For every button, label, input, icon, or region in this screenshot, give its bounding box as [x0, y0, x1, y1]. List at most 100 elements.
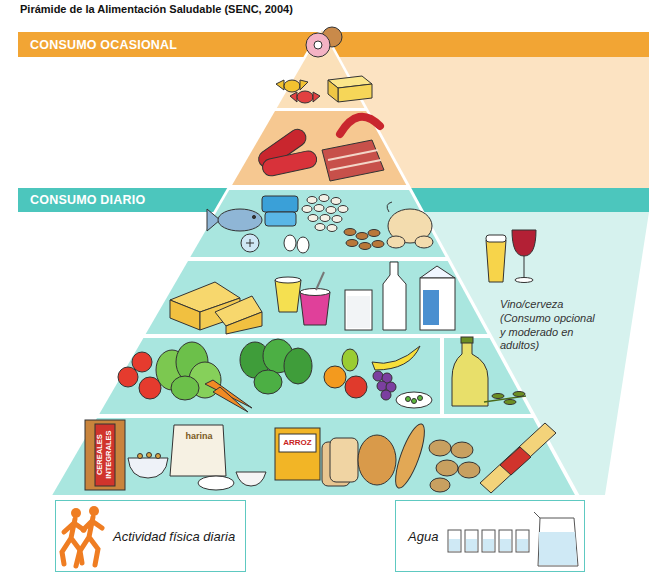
dairy-icons	[226, 312, 262, 334]
vegetables-fruits-icons	[372, 346, 420, 370]
drinks-icon	[512, 230, 536, 256]
butter-icon	[328, 76, 372, 102]
sweets-icon	[290, 92, 297, 102]
water-box: Agua	[395, 500, 585, 572]
package-text: CEREALES INTEGRALES	[96, 421, 113, 489]
sweets-icon	[284, 80, 300, 92]
runners-icon	[80, 517, 102, 565]
protein-icons	[368, 230, 380, 237]
drinks-icon	[515, 278, 533, 283]
water-icon	[466, 539, 477, 551]
pyramid-tiers	[146, 261, 488, 334]
sweets-icon	[306, 33, 330, 57]
dairy-icons	[170, 300, 200, 330]
water-icon	[449, 539, 460, 551]
wine-note: Vino/cerveza (Consumo opcional y moderad…	[500, 298, 600, 353]
vegetables-fruits-icons	[418, 396, 423, 401]
protein-icons	[356, 233, 368, 240]
meat-icon	[261, 149, 318, 177]
cereals-icons	[330, 438, 358, 482]
vegetables-fruits-icons	[118, 367, 138, 387]
sweets-icon	[314, 41, 322, 49]
pyramid-tiers	[99, 338, 440, 414]
package-text: ARROZ	[279, 438, 316, 447]
cereals-icons	[436, 460, 458, 476]
protein-icons	[307, 197, 317, 204]
protein-icons	[297, 237, 309, 253]
cereals-icons	[429, 440, 451, 456]
vegetables-fruits-icons	[171, 376, 199, 400]
protein-icons	[331, 198, 341, 205]
protein-icons	[302, 206, 312, 213]
pyramid-tiers	[47, 25, 581, 498]
cereals-icons	[458, 462, 480, 478]
water-icon	[448, 530, 461, 552]
cereals-icons	[236, 472, 266, 486]
package-text: harina	[176, 431, 222, 441]
sweets-icon	[300, 80, 308, 90]
olive-oil-icon	[513, 392, 525, 397]
vegetables-fruits-icons	[342, 349, 358, 371]
olive-oil-icon	[492, 394, 504, 399]
vegetables-fruits-icons	[345, 376, 367, 398]
protein-icons	[415, 236, 433, 248]
dairy-icons	[345, 290, 372, 330]
dairy-icons	[316, 272, 324, 290]
vegetables-fruits-icons	[396, 392, 432, 408]
band-header: CONSUMO OCASIONAL	[18, 32, 649, 57]
activity-box: Actividad física diaria	[55, 500, 246, 572]
cereals-icons	[358, 435, 396, 485]
pyramid-tiers	[232, 111, 406, 185]
protein-icons	[218, 209, 262, 231]
water-icon	[517, 539, 528, 551]
cereals-icons	[156, 454, 161, 459]
vegetables-fruits-icons	[284, 348, 312, 384]
vegetables-fruits-icons	[324, 366, 346, 388]
water-icon	[499, 530, 512, 552]
vegetables-fruits-icons	[377, 381, 387, 391]
protein-icons	[346, 240, 358, 247]
pyramid-tiers	[52, 418, 575, 495]
water-icon	[482, 530, 495, 552]
protein-icons	[327, 225, 337, 232]
node-text: Actividad física diaria	[113, 529, 235, 544]
protein-icons	[359, 243, 371, 250]
protein-icons	[262, 196, 298, 212]
cereals-icons	[170, 425, 226, 476]
sweets-icon	[297, 91, 313, 103]
drinks-icon	[524, 256, 525, 278]
protein-icons	[284, 235, 296, 251]
dairy-icons	[275, 280, 301, 312]
node-text: CONSUMO OCASIONAL	[30, 38, 177, 52]
protein-icons	[320, 215, 330, 222]
vegetables-fruits-icons	[381, 390, 391, 400]
dairy-icons	[420, 266, 455, 278]
water-icon	[483, 539, 494, 551]
olive-oil-icon	[461, 337, 473, 343]
water-icon	[516, 530, 529, 552]
protein-icons	[315, 224, 325, 231]
band-header: CONSUMO DIARIO	[18, 188, 649, 212]
olive-oil-icon	[452, 342, 488, 406]
water-icon	[500, 539, 511, 551]
water-icon	[465, 530, 478, 552]
runners-icon	[71, 508, 81, 518]
cereals-icons	[500, 447, 531, 475]
protein-icons	[338, 206, 348, 213]
protein-icons	[387, 202, 392, 212]
cereals-icons	[198, 476, 234, 490]
vegetables-fruits-icons	[406, 397, 411, 402]
vegetables-fruits-icons	[118, 339, 432, 412]
protein-icons	[344, 229, 356, 236]
meat-icon	[340, 117, 380, 134]
sweets-icon	[313, 92, 320, 102]
node-text: Agua	[408, 529, 438, 544]
butter-icon	[338, 84, 372, 102]
meat-icon	[328, 150, 381, 170]
drinks-icon	[486, 230, 536, 283]
cereals-icons	[138, 454, 143, 459]
cereals-icons	[430, 478, 450, 492]
cereals-icons	[85, 420, 125, 490]
